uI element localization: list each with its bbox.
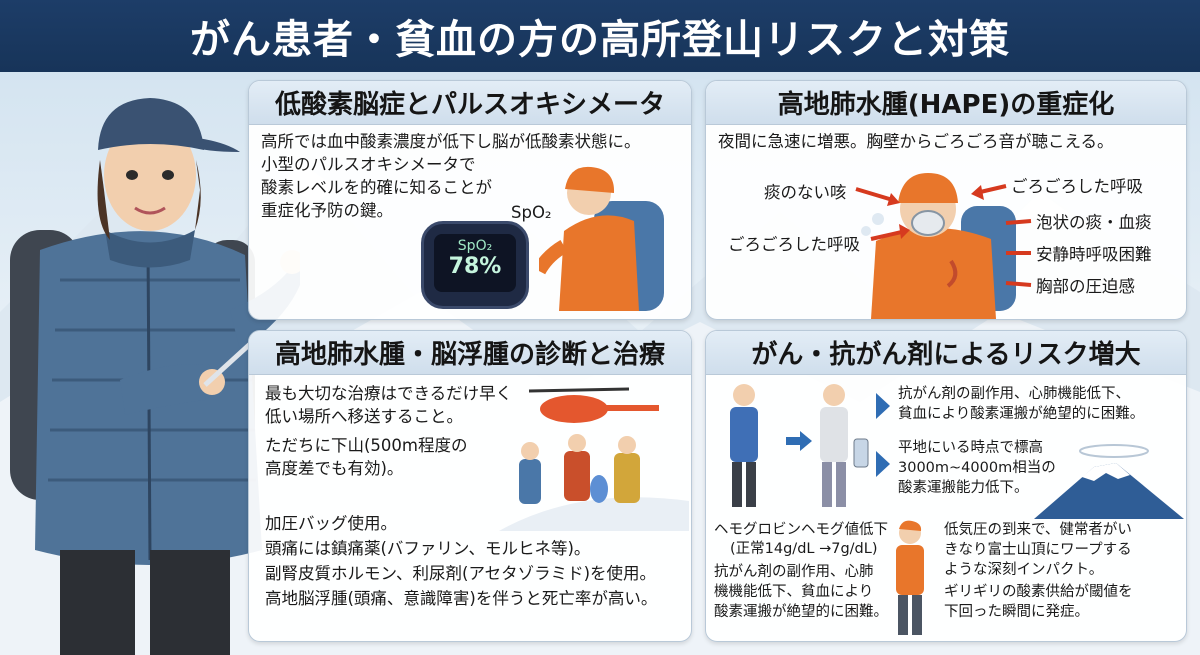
hape-patient bbox=[861, 173, 1016, 319]
symptom-arrows bbox=[855, 184, 1032, 287]
mount-fuji-illustration bbox=[1034, 444, 1184, 519]
patient-comparison-illustration bbox=[730, 384, 869, 507]
pressure-note: ギリギリの酸素供給が閾値を bbox=[944, 584, 1133, 600]
panel-hypoxia: 低酸素脳症とパルスオキシメータ 高所では血中酸素濃度が低下し脳が低酸素状態に。 … bbox=[248, 80, 692, 320]
hemoglobin-note: (正常14g/dL →7g/dL) bbox=[730, 541, 878, 557]
pressure-note: 低気圧の到来で、健常者がい bbox=[944, 522, 1132, 538]
hape-symptom-right: 胸部の圧迫感 bbox=[1036, 277, 1135, 296]
hape-symptom-left: ごろごろした呼吸 bbox=[728, 235, 860, 254]
hypoxia-line: 高所では血中酸素濃度が低下し脳が低酸素状態に。 bbox=[261, 132, 641, 151]
treatment-line: 副腎皮質ホルモン、利尿剤(アセタゾラミド)を使用。 bbox=[265, 564, 657, 583]
hemoglobin-note: ヘモグロビンヘモグ値低下 bbox=[714, 522, 888, 538]
panel-treatment: 高地肺水腫・脳浮腫の診断と治療 最も大切な治療はできるだけ早く 低い場所へ移送す… bbox=[248, 330, 692, 642]
pressure-note: ような深刻インパクト。 bbox=[944, 562, 1104, 578]
climber-checking-oximeter bbox=[539, 166, 664, 311]
treatment-line: 最も大切な治療はできるだけ早く bbox=[265, 384, 513, 403]
rescue-illustration bbox=[499, 387, 689, 531]
arrow-blue-icon bbox=[876, 451, 890, 477]
cancer-top-note: 抗がん剤の副作用、心肺機能低下、 bbox=[898, 386, 1130, 402]
side-effect-note: 機機能低下、貧血により bbox=[714, 584, 874, 600]
panel-title: 高地肺水腫(HAPE)の重症化 bbox=[706, 81, 1186, 125]
hape-symptom-left: 痰のない咳 bbox=[764, 183, 847, 202]
page-title: がん患者・貧血の方の高所登山リスクと対策 bbox=[0, 0, 1200, 72]
pulse-oximeter: SpO₂ 78% bbox=[421, 221, 529, 309]
treatment-line: 加圧バッグ使用。 bbox=[265, 514, 397, 533]
spo2-label: SpO₂ bbox=[511, 203, 552, 222]
oximeter-screen: SpO₂ 78% bbox=[434, 234, 516, 292]
side-effect-note: 酸素運搬が絶望的に困難。 bbox=[714, 604, 888, 620]
cancer-mid-note: 3000m~4000m相当の bbox=[898, 460, 1056, 476]
panel-title: 低酸素脳症とパルスオキシメータ bbox=[249, 81, 691, 125]
panel-title: 高地肺水腫・脳浮腫の診断と治療 bbox=[249, 331, 691, 375]
treatment-line: 低い場所へ移送すること。 bbox=[265, 407, 463, 426]
arrow-blue-icon bbox=[876, 393, 890, 419]
side-effect-note: 抗がん剤の副作用、心肺 bbox=[714, 564, 874, 580]
cancer-mid-note: 酸素運搬能力低下。 bbox=[898, 480, 1029, 496]
treatment-line: 頭痛には鎮痛薬(バファリン、モルヒネ等)。 bbox=[265, 539, 591, 558]
hypoxia-line: 重症化予防の鍵。 bbox=[261, 201, 393, 220]
pressure-note: きなり富士山頂にワープする bbox=[944, 542, 1132, 558]
panel-title: がん・抗がん剤によるリスク増大 bbox=[706, 331, 1186, 375]
oximeter-value: 78% bbox=[448, 254, 502, 279]
treatment-line: 高地脳浮腫(頭痛、意識障害)を伴うと死亡率が高い。 bbox=[265, 589, 658, 608]
panel-hape: 高地肺水腫(HAPE)の重症化 夜間に急速に増悪。胸壁からごろごろ音が聴こえる。… bbox=[705, 80, 1187, 320]
distressed-climber bbox=[896, 520, 924, 635]
hape-symptom-right: 泡状の痰・血痰 bbox=[1036, 213, 1152, 232]
arrow-blue-icon bbox=[786, 431, 812, 451]
treatment-line: ただちに下山(500m程度の bbox=[265, 436, 468, 455]
hape-symptom-right: ごろごろした呼吸 bbox=[1011, 177, 1143, 196]
hape-symptom-right: 安静時呼吸困難 bbox=[1036, 245, 1152, 264]
cancer-mid-note: 平地にいる時点で標高 bbox=[898, 440, 1043, 456]
hypoxia-line: 酸素レベルを的確に知ることが bbox=[261, 178, 492, 197]
hape-subtitle: 夜間に急速に増悪。胸壁からごろごろ音が聴こえる。 bbox=[718, 132, 1114, 151]
pressure-note: 下回った瞬間に発症。 bbox=[944, 604, 1089, 620]
cancer-top-note: 貧血により酸素運搬が絶望的に困難。 bbox=[898, 406, 1145, 422]
treatment-line: 高度差でも有効)。 bbox=[265, 459, 404, 478]
panel-cancer-risk: がん・抗がん剤によるリスク増大 抗がん剤の副作用、心肺機能低下、 貧血により酸素… bbox=[705, 330, 1187, 642]
oximeter-label: SpO₂ bbox=[457, 238, 493, 254]
hypoxia-line: 小型のパルスオキシメータで bbox=[261, 155, 476, 174]
